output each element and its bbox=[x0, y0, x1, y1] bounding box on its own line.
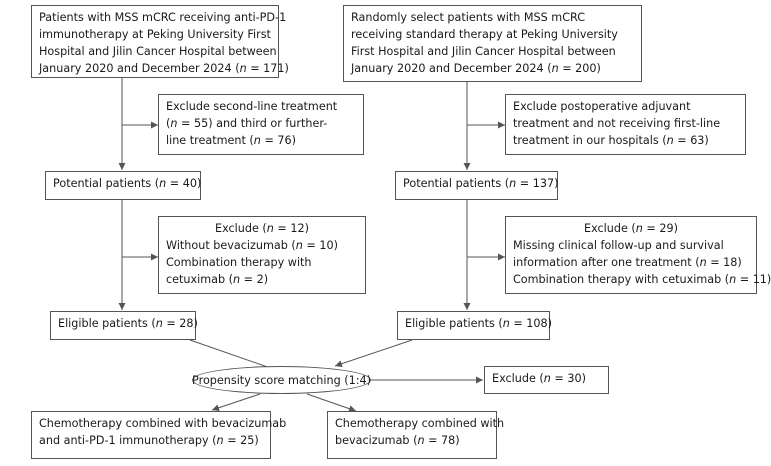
right-exclude2-line-1: Exclude (n = 29) bbox=[584, 222, 678, 235]
left-start-line-2: immunotherapy at Peking University First bbox=[39, 28, 271, 41]
outcome-left-box: Chemotherapy combined with bevacizumab a… bbox=[31, 411, 287, 459]
left-exclude2-line-2: Without bevacizumab (n = 10) bbox=[166, 239, 338, 252]
left-exclude2-line-4: cetuximab (n = 2) bbox=[166, 273, 269, 286]
right-start-line-4: January 2020 and December 2024 (n = 200) bbox=[351, 62, 601, 75]
left-exclude1-box: Exclude second-line treatment (n = 55) a… bbox=[158, 94, 364, 155]
match-exclude-box: Exclude (n = 30) bbox=[484, 366, 609, 394]
right-start-line-3: First Hospital and Jilin Cancer Hospital… bbox=[351, 45, 616, 58]
left-start-box: Patients with MSS mCRC receiving anti-PD… bbox=[31, 5, 289, 78]
outcome-right-line-2: bevacizumab (n = 78) bbox=[335, 434, 460, 447]
right-eligible-label: Eligible patients (n = 108) bbox=[405, 317, 553, 330]
right-exclude2-line-3: information after one treatment (n = 18) bbox=[513, 256, 742, 269]
left-exclude1-line-3: line treatment (n = 76) bbox=[166, 134, 296, 147]
left-start-line-3: Hospital and Jilin Cancer Hospital betwe… bbox=[39, 45, 277, 58]
left-exclude2-box: Exclude (n = 12) Without bevacizumab (n … bbox=[158, 216, 366, 294]
right-eligible-to-matching bbox=[334, 339, 413, 368]
left-exclude2-line-3: Combination therapy with bbox=[166, 256, 312, 269]
left-exclude2-line-1: Exclude (n = 12) bbox=[215, 222, 309, 235]
propensity-matching-label: Propensity score matching (1:4) bbox=[192, 373, 371, 387]
left-eligible-box: Eligible patients (n = 28) bbox=[50, 311, 198, 340]
left-eligible-label: Eligible patients (n = 28) bbox=[58, 317, 198, 330]
outcome-left-line-1: Chemotherapy combined with bevacizumab bbox=[39, 417, 287, 430]
right-exclude2-line-4: Combination therapy with cetuximab (n = … bbox=[513, 273, 771, 286]
right-exclude1-line-3: treatment in our hospitals (n = 63) bbox=[513, 134, 709, 147]
right-eligible-box: Eligible patients (n = 108) bbox=[397, 311, 553, 340]
right-exclude1-line-2: treatment and not receiving first-line bbox=[513, 117, 721, 130]
right-exclude1-box: Exclude postoperative adjuvant treatment… bbox=[505, 94, 746, 155]
matching-to-outcome-right bbox=[306, 393, 357, 413]
right-potential-label: Potential patients (n = 137) bbox=[403, 177, 559, 190]
match-exclude-label: Exclude (n = 30) bbox=[492, 372, 586, 385]
outcome-right-box: Chemotherapy combined with bevacizumab (… bbox=[327, 411, 505, 459]
right-potential-box: Potential patients (n = 137) bbox=[395, 171, 558, 200]
right-exclude1-line-1: Exclude postoperative adjuvant bbox=[513, 100, 691, 113]
right-start-line-2: receiving standard therapy at Peking Uni… bbox=[351, 28, 618, 41]
left-potential-label: Potential patients (n = 40) bbox=[53, 177, 202, 190]
propensity-matching-ellipse: Propensity score matching (1:4) bbox=[192, 366, 371, 394]
right-start-line-1: Randomly select patients with MSS mCRC bbox=[351, 11, 586, 24]
left-start-line-4: January 2020 and December 2024 (n = 171) bbox=[39, 62, 289, 75]
left-exclude1-line-1: Exclude second-line treatment bbox=[166, 100, 338, 113]
left-potential-box: Potential patients (n = 40) bbox=[45, 171, 201, 200]
right-exclude2-box: Exclude (n = 29) Missing clinical follow… bbox=[505, 216, 771, 294]
left-start-line-1: Patients with MSS mCRC receiving anti-PD… bbox=[39, 11, 287, 24]
right-start-box: Randomly select patients with MSS mCRC r… bbox=[343, 5, 642, 82]
matching-to-outcome-left bbox=[211, 393, 261, 412]
left-exclude1-line-2: (n = 55) and third or further- bbox=[166, 117, 328, 130]
outcome-left-line-2: and anti-PD-1 immunotherapy (n = 25) bbox=[39, 434, 259, 447]
outcome-right-line-1: Chemotherapy combined with bbox=[335, 417, 505, 430]
right-exclude2-line-2: Missing clinical follow-up and survival bbox=[513, 239, 724, 252]
